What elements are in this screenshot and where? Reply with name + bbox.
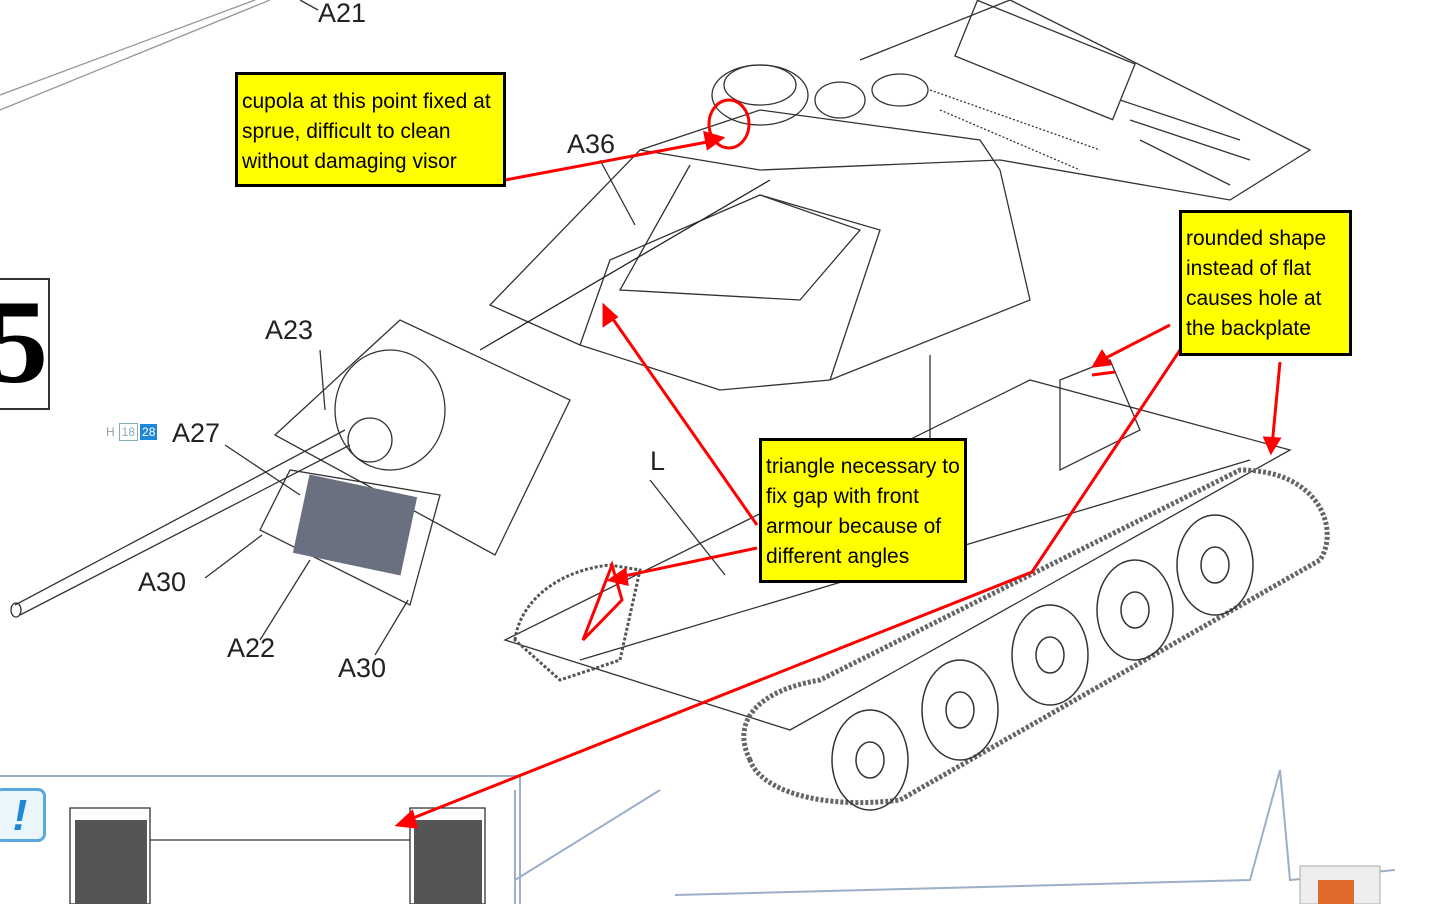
part-label-a23: A23 <box>265 315 314 345</box>
paint-code-badge: H 18 28 <box>104 423 158 441</box>
paint-code-1: 18 <box>118 423 139 441</box>
part-label-l: L <box>650 446 666 476</box>
part-label-a30-right: A30 <box>338 653 387 683</box>
step-number: 5 <box>0 278 50 410</box>
info-icon: ! <box>0 788 46 842</box>
part-label-a22: A22 <box>227 633 276 663</box>
paint-prefix: H <box>106 425 115 439</box>
part-label-a36: A36 <box>567 129 616 159</box>
annotation-triangle: triangle necessary to fix gap with front… <box>759 438 967 583</box>
part-label-a30-left: A30 <box>138 567 187 597</box>
annotation-arrows <box>394 98 1282 829</box>
part-label-a27: A27 <box>172 418 221 448</box>
annotation-rounded-shape: rounded shape instead of flat causes hol… <box>1179 210 1352 356</box>
part-label-a21: A21 <box>318 0 367 28</box>
annotation-cupola: cupola at this point fixed at sprue, dif… <box>235 72 506 187</box>
paint-code-2: 28 <box>140 424 158 440</box>
